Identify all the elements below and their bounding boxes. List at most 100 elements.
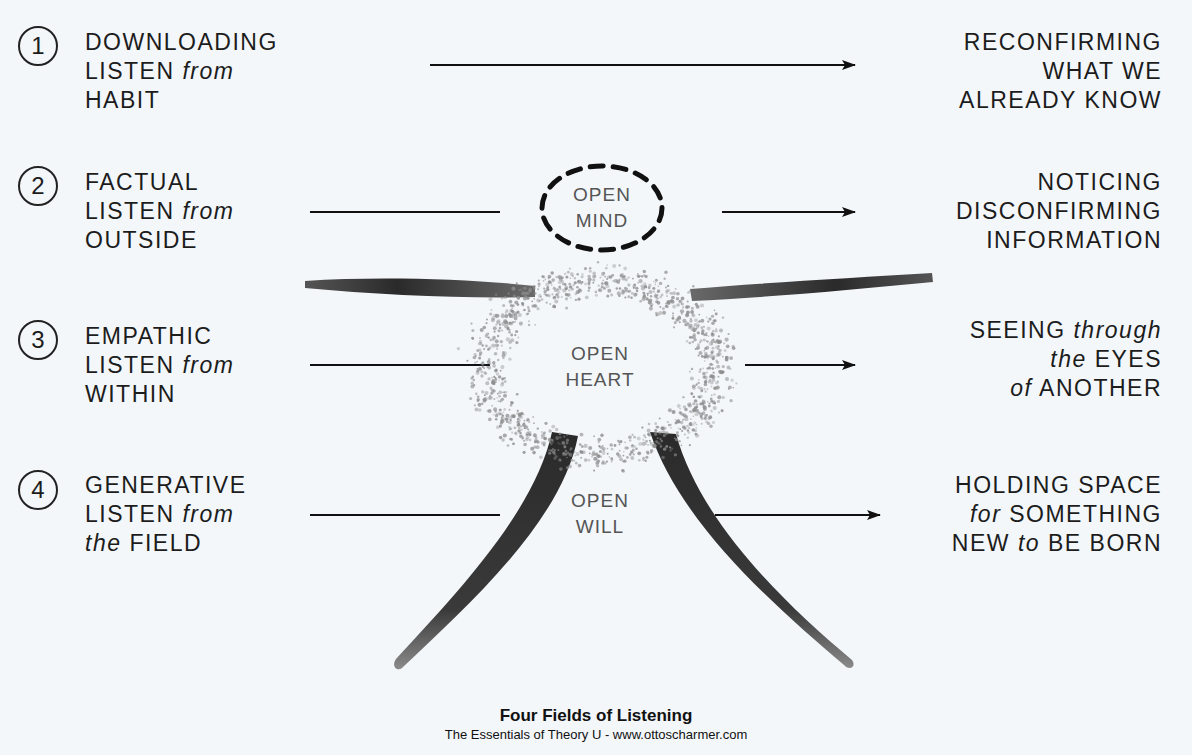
dot	[573, 460, 575, 462]
dot	[551, 425, 555, 429]
dot	[620, 273, 624, 277]
dot	[662, 311, 666, 315]
dot	[606, 264, 608, 266]
dot	[650, 442, 652, 444]
dot	[661, 427, 664, 430]
text-line: LISTEN from	[85, 197, 234, 226]
dot	[510, 438, 513, 441]
dot	[602, 445, 604, 447]
dot	[704, 414, 707, 417]
dot	[574, 281, 577, 284]
dot	[526, 436, 530, 440]
dot	[643, 270, 646, 273]
dot	[729, 356, 733, 360]
dot	[544, 279, 546, 281]
dot	[580, 433, 584, 437]
dot	[676, 434, 678, 436]
dot	[686, 340, 689, 343]
dot	[728, 388, 730, 390]
dot	[690, 318, 692, 320]
dot	[538, 285, 540, 287]
dot	[593, 457, 597, 461]
dot	[478, 403, 482, 407]
dot	[628, 290, 631, 293]
dot	[703, 407, 707, 411]
dot	[695, 406, 697, 408]
dashed-ellipse	[542, 166, 662, 250]
dot	[533, 304, 537, 308]
dot	[622, 455, 624, 457]
dot	[700, 387, 704, 391]
dot	[499, 391, 502, 394]
listening-text: DOWNLOADING	[85, 28, 278, 57]
dot	[717, 341, 721, 345]
dot	[495, 314, 499, 318]
dot	[477, 395, 480, 398]
dot	[728, 385, 732, 389]
dot	[698, 314, 700, 316]
dot	[707, 388, 709, 390]
dot	[691, 307, 694, 310]
dot	[712, 334, 714, 336]
dot	[689, 422, 693, 426]
dot	[694, 429, 697, 432]
dot	[510, 404, 512, 406]
dot	[695, 406, 698, 409]
dot	[471, 329, 474, 332]
dot	[714, 386, 718, 390]
dot	[515, 341, 518, 344]
dot	[641, 275, 643, 277]
dot	[637, 275, 640, 278]
dot	[512, 442, 515, 445]
dot	[673, 326, 675, 328]
text-group: OPEN MIND	[573, 182, 631, 234]
dot	[523, 422, 525, 424]
dot	[619, 279, 621, 281]
dot	[474, 353, 477, 356]
dot	[642, 292, 645, 295]
dot	[483, 371, 486, 374]
dot	[692, 402, 695, 405]
dot	[677, 404, 681, 408]
dot	[611, 461, 613, 463]
dot	[526, 313, 529, 316]
dot	[534, 324, 536, 326]
dot	[479, 351, 482, 354]
dot	[637, 275, 640, 278]
dot	[499, 436, 503, 440]
dot	[499, 408, 502, 411]
dot	[717, 348, 720, 351]
dot	[493, 330, 495, 332]
dot	[538, 282, 541, 285]
dot	[537, 288, 539, 290]
dot	[475, 371, 479, 375]
dot	[492, 338, 495, 341]
dot	[511, 314, 515, 318]
dot	[652, 443, 656, 447]
listening-text: EMPATHIC	[85, 322, 212, 351]
dot	[498, 314, 500, 316]
dot	[708, 318, 711, 321]
dot	[616, 452, 619, 455]
dot	[711, 410, 713, 412]
dot	[599, 450, 602, 453]
dot	[487, 410, 489, 412]
dot	[515, 330, 518, 333]
dot	[538, 294, 542, 298]
dot	[666, 295, 668, 297]
dot	[697, 331, 700, 334]
dot	[644, 459, 647, 462]
dot	[681, 297, 685, 301]
dot	[656, 297, 659, 300]
dot	[701, 417, 704, 420]
dot	[649, 307, 653, 311]
dot	[681, 444, 683, 446]
dot	[631, 434, 633, 436]
dot	[555, 436, 559, 440]
dot	[624, 287, 626, 289]
dot	[505, 414, 509, 418]
outcome-text: SEEING through the EYES of ANOTHER	[970, 316, 1162, 403]
dot	[523, 451, 526, 454]
dot	[692, 387, 695, 390]
dot	[713, 372, 715, 374]
